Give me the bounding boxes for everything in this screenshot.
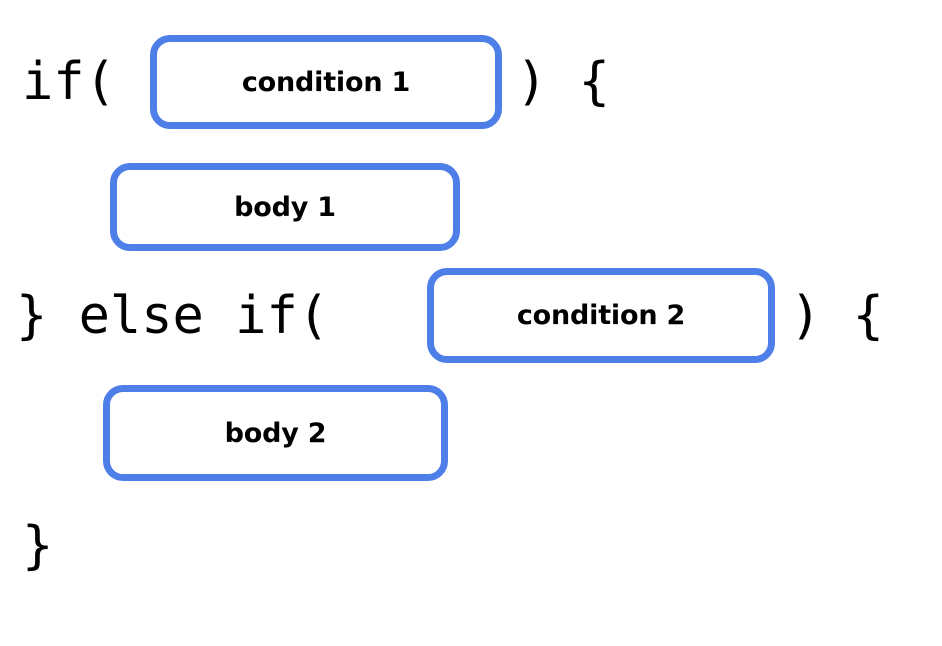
code-keyword-if-open: if( (22, 52, 116, 112)
slot-body-1[interactable]: body 1 (110, 163, 460, 251)
slot-body-1-label: body 1 (234, 191, 336, 223)
slot-condition-1[interactable]: condition 1 (150, 35, 502, 129)
code-block-end-brace: } (22, 516, 54, 576)
slot-condition-2-label: condition 2 (516, 300, 686, 331)
code-else-if-close-paren-brace: ) { (790, 286, 884, 346)
slot-condition-1-label: condition 1 (241, 66, 411, 98)
slot-condition-2[interactable]: condition 2 (427, 268, 775, 363)
slot-body-2[interactable]: body 2 (103, 385, 448, 481)
slot-body-2-label: body 2 (224, 417, 327, 449)
code-if-close-paren-brace: ) { (516, 52, 610, 112)
code-keyword-else-if-open: } else if( (16, 286, 330, 346)
